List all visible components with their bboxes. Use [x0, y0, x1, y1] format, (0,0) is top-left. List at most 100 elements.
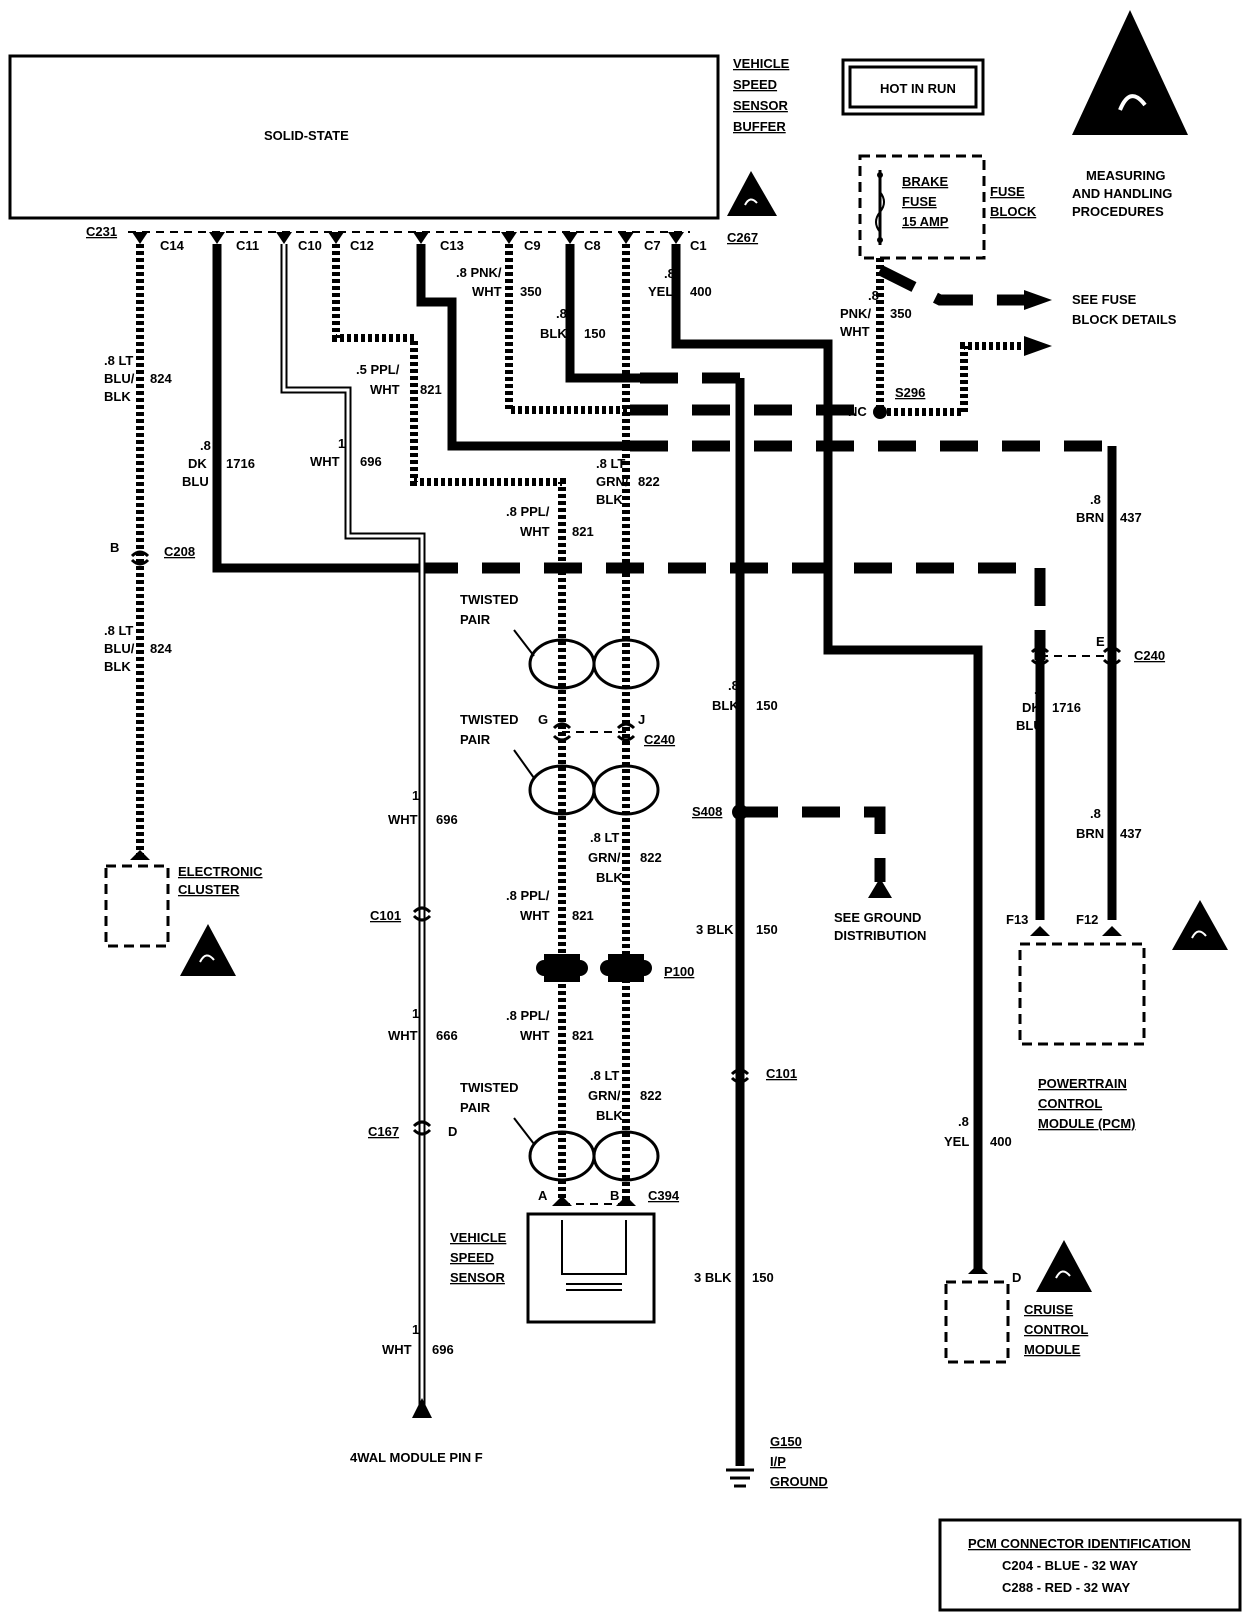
w822a-3: BLK [596, 492, 623, 507]
c101-right-icon [730, 1068, 750, 1084]
pcm-1: POWERTRAIN [1038, 1076, 1127, 1091]
fuse-branch-dash [877, 265, 1024, 306]
cruise-1: CRUISE [1024, 1302, 1073, 1317]
w824a-1: .8 LT [104, 353, 133, 368]
w696c-2: WHT [388, 1028, 418, 1043]
w822b-2: GRN/ [588, 850, 621, 865]
pin-c9: C9 [524, 238, 541, 253]
buffer-title-4: BUFFER [733, 119, 786, 134]
w822c-num: 822 [640, 1088, 662, 1103]
tp2-1: TWISTED [460, 712, 519, 727]
cruise-control-box [944, 1280, 1010, 1364]
w1716b-1: .8 [1034, 682, 1045, 697]
esd-warning-triangle-icon [1072, 10, 1188, 135]
vss-box [526, 1212, 656, 1324]
w696c-1: 1 [412, 1006, 419, 1021]
tp3-2: PAIR [460, 1100, 491, 1115]
w822a-2: GRN/ [596, 474, 629, 489]
wire-150-top [565, 244, 640, 383]
esd-cluster-icon [180, 924, 236, 976]
ground-1: G150 [770, 1434, 802, 1449]
w824b-1: .8 LT [104, 623, 133, 638]
w437a-1: .8 [1090, 492, 1101, 507]
s296-label: S296 [895, 385, 925, 400]
hot-in-run-box [841, 58, 985, 116]
fuse-block-2: BLOCK [990, 204, 1037, 219]
w1716a-3: BLU [182, 474, 209, 489]
pcm-2: CONTROL [1038, 1096, 1102, 1111]
four-wal-arrow-icon [412, 1398, 432, 1418]
twisted-pair-icon-3 [528, 1130, 660, 1182]
w150b-num: 150 [756, 698, 778, 713]
w1716a-1: .8 [200, 438, 211, 453]
pcm-3: MODULE (PCM) [1038, 1116, 1136, 1131]
w696d-2: WHT [382, 1342, 412, 1357]
w1716b-2: DK [1022, 700, 1041, 715]
cruise-3: MODULE [1024, 1342, 1081, 1357]
fuse-name-2: FUSE [902, 194, 937, 209]
ground-dist-2: DISTRIBUTION [834, 928, 926, 943]
w822b-1: .8 LT [590, 830, 619, 845]
w824b-3: BLK [104, 659, 131, 674]
ground-dist-arrow-icon [868, 878, 892, 898]
w400b-1: .8 [958, 1114, 969, 1129]
w150b-1: .8 [728, 678, 739, 693]
pin-f12: F12 [1076, 912, 1098, 927]
ground-icon [726, 1468, 754, 1488]
w350a-1: .8 PNK/ [456, 265, 502, 280]
w350b-3: WHT [840, 324, 870, 339]
w1716b-3: BLU [1016, 718, 1043, 733]
w1716b-num: 1716 [1052, 700, 1081, 715]
w350a-num: 350 [520, 284, 542, 299]
w824b-num: 824 [150, 641, 172, 656]
w437a-num: 437 [1120, 510, 1142, 525]
electronic-cluster-box [104, 864, 170, 948]
w696a-num: 696 [360, 454, 382, 469]
w696b-2: WHT [388, 812, 418, 827]
c394-b: B [610, 1188, 619, 1203]
w400a-num: 400 [690, 284, 712, 299]
pin-c14: C14 [160, 238, 185, 253]
c267-label: C267 [727, 230, 758, 245]
w696b-1: 1 [412, 788, 419, 803]
wire-1716-top [212, 244, 420, 573]
c167-pin: D [448, 1124, 457, 1139]
c240-mid: C240 [644, 732, 675, 747]
esd-line-1: MEASURING [1086, 168, 1165, 183]
pcm-box [1018, 942, 1146, 1046]
c240-j: J [638, 712, 645, 727]
c394-label: C394 [648, 1188, 680, 1203]
w437b-2: BRN [1076, 826, 1104, 841]
c208-connector-icon [130, 550, 150, 566]
w821c-1: .8 PPL/ [506, 888, 550, 903]
c101-right: C101 [766, 1066, 797, 1081]
cruise-pin: D [1012, 1270, 1021, 1285]
ground-2: I/P [770, 1454, 786, 1469]
w821a-num: 821 [420, 382, 442, 397]
vss-coil-icon [561, 1220, 627, 1275]
wire-437-top [416, 244, 630, 451]
buffer-box [8, 54, 720, 220]
cluster-1: ELECTRONIC [178, 864, 263, 879]
wire-350-fuse [876, 258, 1024, 416]
w350b-num: 350 [890, 306, 912, 321]
pin-c11: C11 [236, 238, 259, 253]
w821a-1: .5 PPL/ [356, 362, 400, 377]
arrow-right-icon [1024, 290, 1052, 310]
c240-e: E [1096, 634, 1105, 649]
w437b-1: .8 [1090, 806, 1101, 821]
s296-splice [873, 405, 887, 419]
pcm-id-title: PCM CONNECTOR IDENTIFICATION [968, 1536, 1191, 1551]
ground-dist-dash [740, 806, 886, 882]
c394-a: A [538, 1188, 548, 1203]
w696d-num: 696 [432, 1342, 454, 1357]
w822c-2: GRN/ [588, 1088, 621, 1103]
w696a-2: WHT [310, 454, 340, 469]
w822a-num: 822 [638, 474, 660, 489]
w696a-1: 1 [338, 436, 345, 451]
pcm-id-box [938, 1518, 1242, 1612]
twisted-pair-icon-1 [528, 638, 660, 690]
w696b-num: 696 [436, 812, 458, 827]
fuse-box [858, 154, 986, 260]
w821c-2: WHT [520, 908, 550, 923]
